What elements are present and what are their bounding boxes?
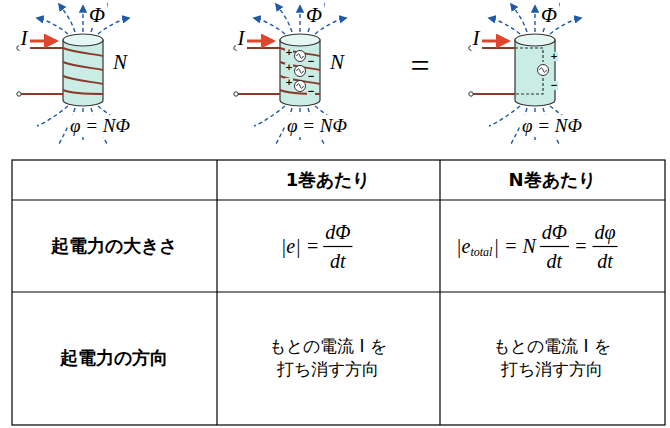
formula-term: |e| =: [281, 235, 319, 258]
polarity-sign: −: [550, 81, 558, 90]
formula-subscript: total: [470, 246, 492, 260]
formula-term: | = N: [493, 235, 535, 258]
polarity-sign: +: [285, 48, 293, 57]
current-label: I: [236, 26, 247, 50]
polarity-sign: −: [307, 57, 315, 66]
linkage-label: φ = NΦ: [520, 115, 584, 137]
flux-label: Φ: [539, 3, 559, 27]
formula-denominator: dt: [547, 250, 563, 273]
formula-numerator: dφ: [594, 221, 615, 244]
turns-label: N: [328, 50, 346, 74]
polarity-sign: +: [550, 52, 558, 61]
polarity-sign: +: [285, 63, 293, 72]
current-label: I: [19, 26, 30, 50]
formula-denominator: dt: [330, 250, 346, 273]
table-cell: もとの電流 I を 打ち消す方向: [467, 335, 637, 381]
polarity-sign: −: [307, 87, 315, 96]
formula-denominator: dt: [597, 250, 613, 273]
current-label: I: [471, 26, 482, 50]
row-header: 起電力の方向: [60, 348, 168, 369]
row-header: 起電力の大きさ: [51, 236, 177, 257]
linkage-label: φ = NΦ: [68, 115, 132, 137]
column-header: N巻あたり: [508, 170, 595, 191]
formula-numerator: dΦ: [325, 221, 350, 244]
formula-term: |e: [456, 235, 470, 258]
fraction-bar: [592, 246, 617, 247]
linkage-label: φ = NΦ: [285, 115, 349, 137]
polarity-sign: +: [285, 78, 293, 87]
column-header: 1巻あたり: [286, 170, 371, 191]
flux-label: Φ: [87, 3, 107, 27]
table-grid: [12, 160, 665, 425]
fraction-bar: [540, 246, 569, 247]
turns-label: N: [111, 50, 129, 74]
formula-numerator: dΦ: [542, 221, 567, 244]
flux-label: Φ: [304, 3, 324, 27]
polarity-sign: −: [307, 72, 315, 81]
formula-term: =: [574, 235, 588, 258]
equals-sign: =: [410, 46, 429, 85]
table-cell: もとの電流 I を 打ち消す方向: [243, 335, 413, 381]
fraction-bar: [323, 246, 352, 247]
